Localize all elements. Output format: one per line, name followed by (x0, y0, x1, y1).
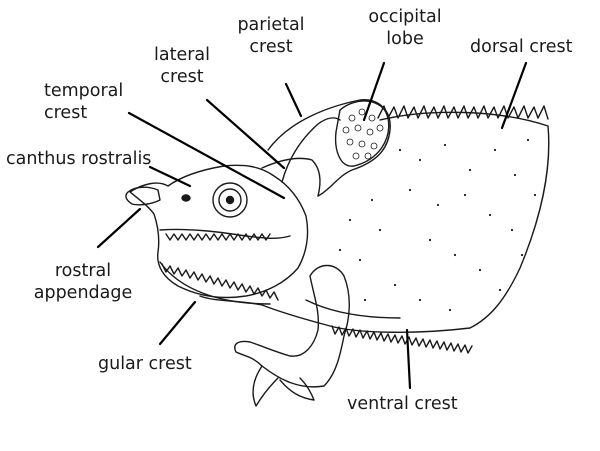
occipital-lobe-outline (334, 100, 390, 167)
dorsal-crest-spines (377, 105, 549, 120)
lip-scales (165, 233, 271, 241)
label-ventral-crest-text: ventral crest (347, 394, 458, 414)
label-parietal-crest-line1: parietal (237, 15, 305, 35)
leader-gular-crest (158, 300, 197, 346)
nostril (181, 194, 191, 202)
belly-contour (305, 299, 401, 319)
label-parietal-crest-line2: crest (249, 37, 293, 57)
leader-parietal-crest (284, 82, 303, 118)
label-dorsal-crest-text: dorsal crest (470, 37, 573, 57)
mouth-line (159, 228, 291, 239)
eye-turret (212, 182, 248, 218)
front-leg (234, 264, 350, 388)
head-outline (129, 164, 309, 299)
leader-dorsal-crest (500, 61, 528, 130)
label-rostral-appendage-line1: rostral (54, 261, 112, 281)
label-temporal-crest-line1: temporal (44, 81, 124, 101)
leader-ventral-crest (405, 328, 412, 390)
label-canthus-rostralis: canthus rostralis (6, 148, 151, 170)
leader-occipital-lobe (362, 61, 386, 122)
label-occipital-lobe-line2: lobe (386, 29, 424, 49)
leader-canthus-rostralis (148, 165, 192, 188)
rostral-appendage-shape (125, 186, 161, 206)
eye-pupil (225, 195, 235, 205)
throat-outline (159, 261, 271, 305)
label-canthus-rostralis-text: canthus rostralis (6, 149, 152, 169)
leader-temporal-crest (127, 111, 286, 200)
label-rostral-appendage-line2: appendage (33, 283, 133, 303)
label-gular-crest: gular crest (98, 353, 192, 375)
label-gular-crest-text: gular crest (98, 354, 192, 374)
label-ventral-crest: ventral crest (347, 393, 458, 415)
gular-crest-spines (161, 263, 279, 301)
eye-ring (218, 188, 242, 212)
label-occipital-lobe: occipital lobe (360, 6, 450, 50)
label-parietal-crest: parietal crest (231, 14, 311, 58)
casque (267, 99, 391, 197)
label-dorsal-crest: dorsal crest (470, 36, 572, 58)
front-foot-toes (252, 365, 315, 407)
scale-texture (338, 138, 537, 312)
ventral-crest-spines (331, 325, 473, 354)
label-rostral-appendage: rostral appendage (18, 260, 148, 304)
body-outline (199, 111, 550, 333)
label-temporal-crest-line2: crest (44, 103, 88, 123)
label-lateral-crest-line2: crest (160, 67, 204, 87)
leader-rostral-appendage (96, 207, 142, 249)
label-lateral-crest: lateral crest (142, 44, 222, 88)
label-temporal-crest: temporal crest (44, 80, 123, 124)
label-lateral-crest-line1: lateral (154, 45, 210, 65)
leader-lateral-crest (205, 98, 286, 170)
occipital-scales (342, 108, 384, 160)
parietal-crest-ridge (281, 117, 341, 183)
label-occipital-lobe-line1: occipital (368, 7, 442, 27)
